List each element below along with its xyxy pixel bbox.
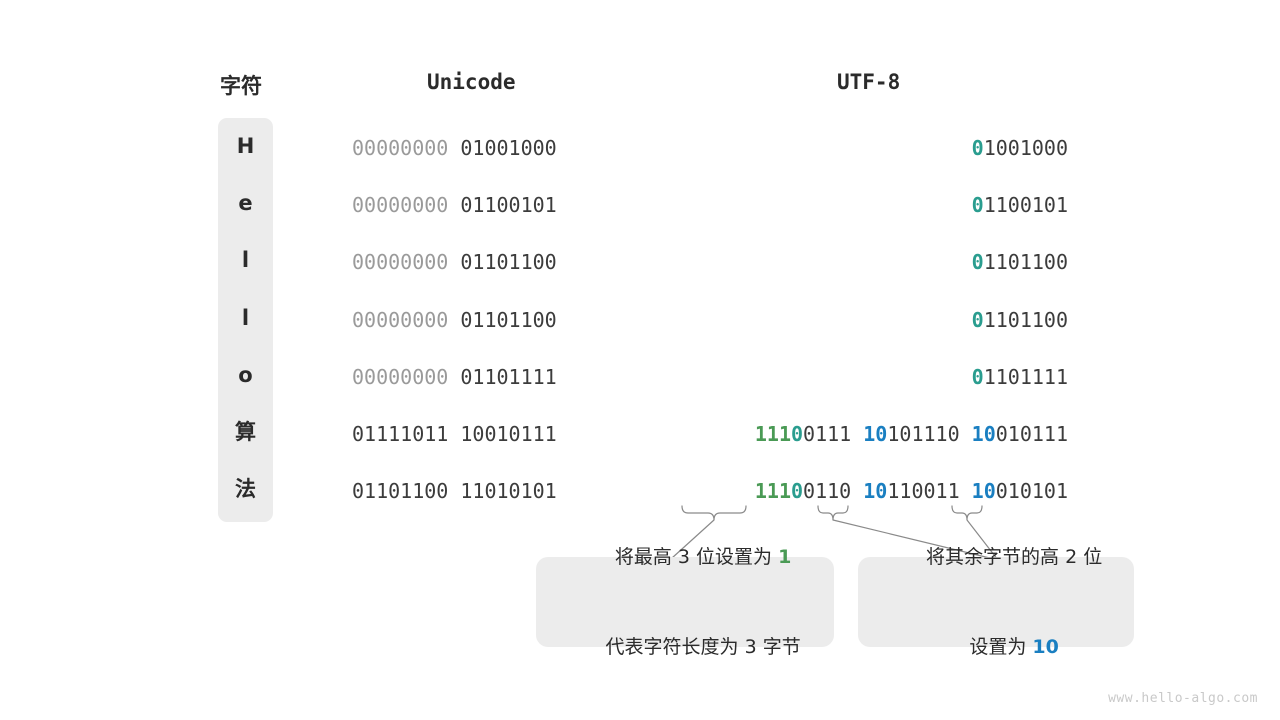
char-cell: 算 <box>235 420 256 444</box>
utf8-bit-group-teal: 0 <box>971 136 984 160</box>
brace-second-byte <box>817 505 849 521</box>
unicode-value: 00000000 01101111 <box>352 365 557 389</box>
unicode-low-byte: 11010101 <box>460 479 557 504</box>
utf8-bit-group-teal: 0 <box>791 422 804 446</box>
callout-2-line-1-text: 将其余字节的高 2 位 <box>926 546 1103 568</box>
site-watermark: www.hello-algo.com <box>1108 691 1258 706</box>
utf8-bit-group-dark: 101110 <box>887 422 972 446</box>
utf8-value: 01101100 <box>972 250 1068 274</box>
char-cell: H <box>236 134 255 158</box>
unicode-value: 00000000 01100101 <box>352 193 557 217</box>
utf8-bit-group-dark: 1101100 <box>983 307 1068 332</box>
unicode-low-byte: 10010111 <box>460 422 557 446</box>
callout-1-line-1-highlight: 1 <box>778 546 792 568</box>
utf8-bit-group-dark: 1001000 <box>983 136 1068 160</box>
unicode-high-byte: 01101100 <box>352 479 461 504</box>
utf8-bit-group-dark: 010111 <box>995 422 1068 446</box>
char-cell: 法 <box>235 477 256 502</box>
column-header-utf8: UTF-8 <box>837 70 901 94</box>
char-cell: e <box>238 191 253 216</box>
unicode-low-byte: 01001000 <box>460 136 557 160</box>
utf8-bit-group-dark: 0111 <box>803 422 864 446</box>
unicode-value: 00000000 01101100 <box>352 308 557 332</box>
unicode-low-byte: 01101100 <box>460 250 557 275</box>
unicode-value: 01111011 10010111 <box>352 422 557 446</box>
callout-continuation-bits: 将其余字节的高 2 位 设置为 10 <box>858 546 1134 658</box>
utf8-value: 11100111 10101110 10010111 <box>755 422 1068 446</box>
utf8-bit-group-dark: 1101100 <box>983 250 1068 275</box>
unicode-high-byte: 00000000 <box>352 364 461 389</box>
unicode-low-byte: 01101100 <box>460 307 557 332</box>
unicode-low-byte: 01100101 <box>460 193 557 218</box>
unicode-value: 01101100 11010101 <box>352 479 557 503</box>
unicode-value: 00000000 01001000 <box>352 136 557 160</box>
utf8-value: 01101100 <box>972 308 1068 332</box>
unicode-high-byte: 01111011 <box>352 422 461 446</box>
utf8-bit-group-green: 111 <box>754 479 791 504</box>
callout-1-line-2: 代表字符长度为 3 字节 <box>569 602 801 692</box>
utf8-bit-group-blue: 10 <box>863 479 888 504</box>
callout-leading-bits: 将最高 3 位设置为 1 代表字符长度为 3 字节 <box>536 546 834 658</box>
utf8-bit-group-dark: 010101 <box>995 479 1068 504</box>
callout-1-line-1: 将最高 3 位设置为 1 <box>579 512 792 602</box>
utf8-value: 01001000 <box>972 136 1068 160</box>
column-header-unicode: Unicode <box>427 70 516 94</box>
unicode-low-byte: 01101111 <box>460 364 557 389</box>
utf8-bit-group-teal: 0 <box>971 364 984 389</box>
callout-2-line-1: 将其余字节的高 2 位 <box>890 512 1102 602</box>
char-cell: l <box>241 305 250 330</box>
utf8-bit-group-dark: 0110 <box>803 479 864 504</box>
utf8-bit-group-dark: 1100101 <box>983 193 1068 218</box>
utf8-value: 01101111 <box>972 365 1068 389</box>
callout-1-line-1-text: 将最高 3 位设置为 <box>614 546 779 568</box>
unicode-value: 00000000 01101100 <box>352 250 557 274</box>
utf8-bit-group-blue: 10 <box>971 422 996 446</box>
callout-1-line-2-text: 代表字符长度为 3 字节 <box>605 636 801 658</box>
char-cell: l <box>241 248 250 273</box>
utf8-bit-group-blue: 10 <box>971 479 996 504</box>
utf8-bit-group-teal: 0 <box>791 479 804 504</box>
utf8-bit-group-teal: 0 <box>971 193 984 218</box>
utf8-bit-group-dark: 110011 <box>887 479 972 504</box>
utf8-bit-group-teal: 0 <box>971 250 984 275</box>
unicode-high-byte: 00000000 <box>352 250 461 275</box>
char-cell: o <box>238 362 253 387</box>
callout-2-line-2: 设置为 10 <box>933 602 1059 692</box>
callout-2-line-2-highlight: 10 <box>1032 636 1059 658</box>
utf8-value: 01100101 <box>972 193 1068 217</box>
utf8-bit-group-teal: 0 <box>971 307 984 332</box>
utf8-bit-group-green: 111 <box>754 422 791 446</box>
callout-2-line-2-text: 设置为 <box>969 636 1033 658</box>
column-header-char: 字符 <box>220 74 262 98</box>
unicode-high-byte: 00000000 <box>352 193 461 218</box>
utf8-bit-group-dark: 1101111 <box>983 364 1068 389</box>
utf8-value: 11100110 10110011 10010101 <box>755 479 1068 503</box>
utf8-bit-group-blue: 10 <box>863 422 888 446</box>
unicode-high-byte: 00000000 <box>352 307 461 332</box>
unicode-high-byte: 00000000 <box>352 136 461 160</box>
